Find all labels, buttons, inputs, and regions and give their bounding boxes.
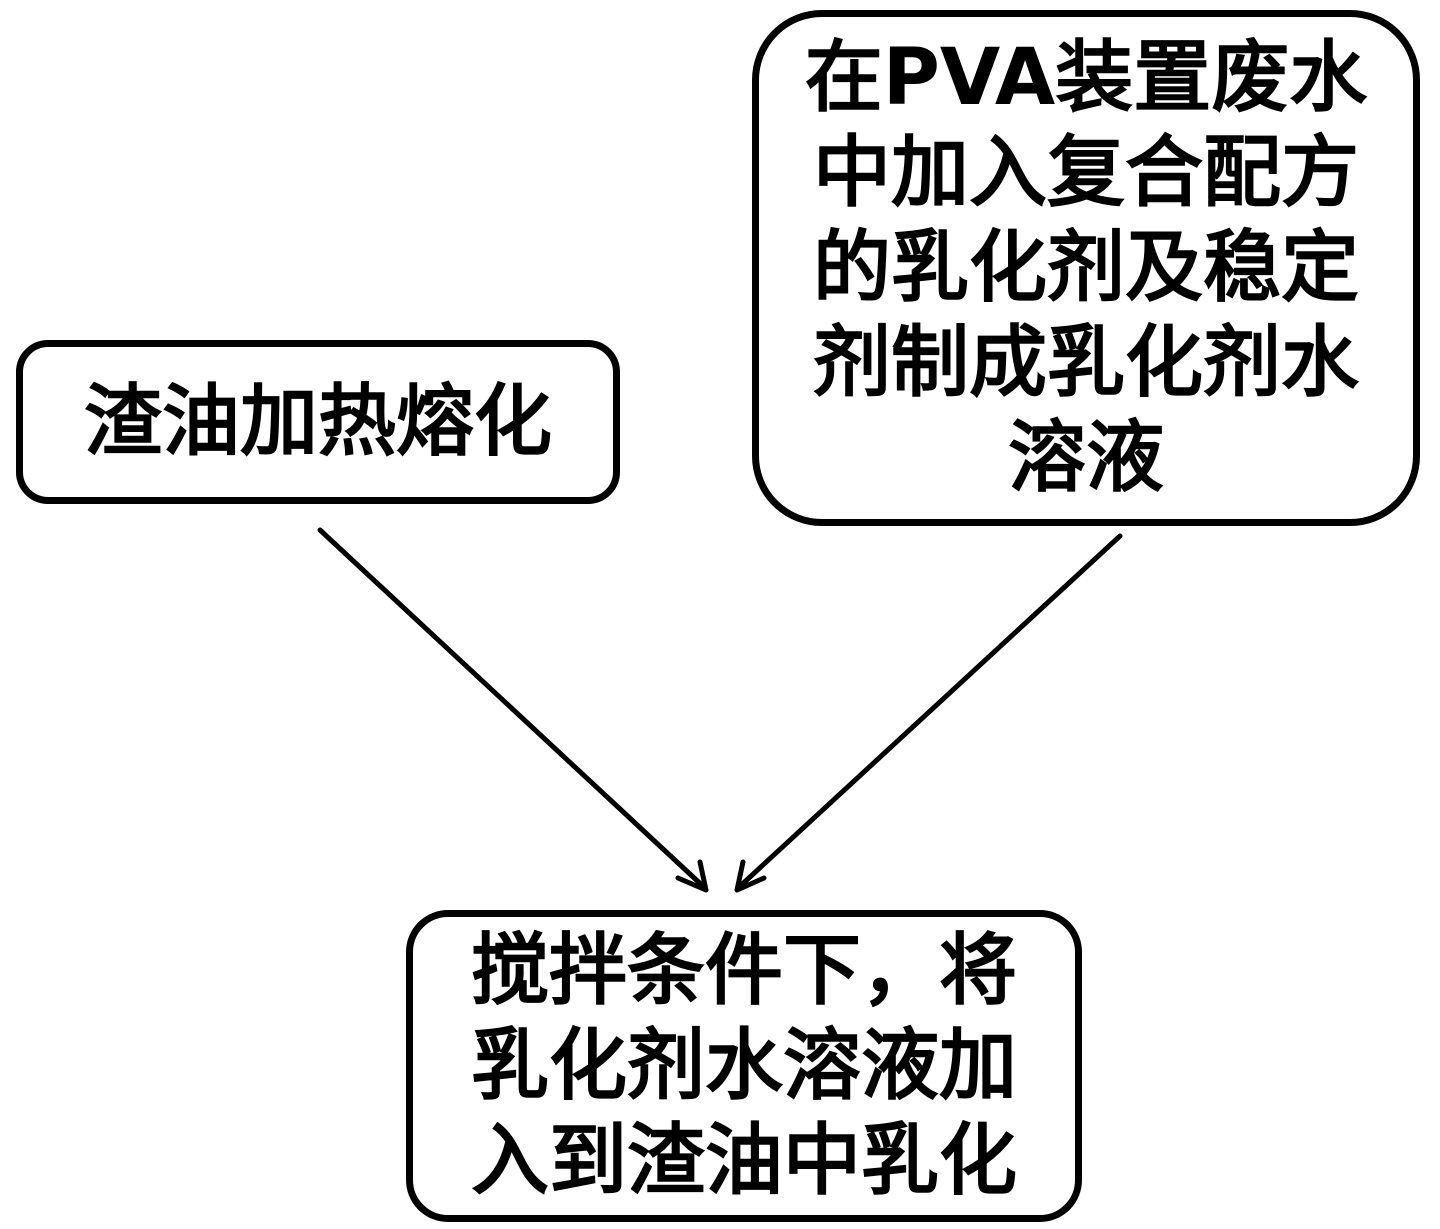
node-heat-melt-residue: 渣油加热熔化 xyxy=(16,340,620,504)
node-line: 搅拌条件下，将 xyxy=(470,925,1017,1016)
node-text: 渣油加热熔化 xyxy=(84,375,552,470)
node-text: 搅拌条件下，将 乳化剂水溶液加 入到渣油中乳化 xyxy=(471,924,1017,1209)
arrow-right-to-bottom xyxy=(734,533,1123,893)
node-prepare-emulsifier-solution: 在PVA装置废水 中加入复合配方 的乳化剂及稳定 剂制成乳化剂水 溶液 xyxy=(752,10,1420,526)
node-line: 渣油加热熔化 xyxy=(83,376,552,467)
node-text: 在PVA装置废水 中加入复合配方 的乳化剂及稳定 剂制成乳化剂水 溶液 xyxy=(805,31,1368,506)
node-line: 剂制成乳化剂水 xyxy=(812,317,1359,408)
node-line: 在PVA装置废水 xyxy=(804,32,1368,123)
node-line: 乳化剂水溶液加 xyxy=(470,1020,1017,1111)
arrow-left-to-bottom xyxy=(317,527,709,893)
node-line: 溶液 xyxy=(1007,412,1164,503)
node-line: 的乳化剂及稳定 xyxy=(812,222,1359,313)
node-emulsify-residue: 搅拌条件下，将 乳化剂水溶液加 入到渣油中乳化 xyxy=(406,910,1082,1222)
node-line: 入到渣油中乳化 xyxy=(470,1115,1017,1206)
node-line: 中加入复合配方 xyxy=(812,127,1359,218)
